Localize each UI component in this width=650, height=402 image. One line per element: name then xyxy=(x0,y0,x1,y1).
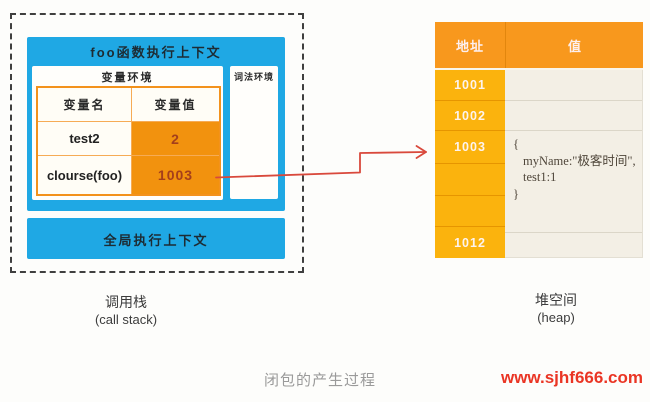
variable-environment-label: 变量环境 xyxy=(101,72,154,84)
variable-table-header: 变量名 变量值 xyxy=(36,86,221,122)
foo-context-title: foo函数执行上下文 xyxy=(90,45,222,60)
call-stack-outline: foo函数执行上下文 变量环境 变量名 变量值 test2 2 xyxy=(10,13,304,273)
lexical-environment-label: 词法环境 xyxy=(233,72,274,82)
heap-value-cell-object: { myName:"极客时间", test1:1 } xyxy=(505,131,642,233)
call-stack-label-en: (call stack) xyxy=(94,312,158,327)
watermark-url: www.sjhf666.com xyxy=(500,368,643,387)
variable-table: 变量名 变量值 test2 2 clourse(foo) 1003 xyxy=(36,86,221,196)
object-line: } xyxy=(513,186,519,201)
heap-value-cell xyxy=(505,70,642,101)
diagram-title: 闭包的产生过程 xyxy=(263,372,376,389)
heap-caption: 堆空间 (heap) xyxy=(456,291,650,326)
object-line: { xyxy=(513,137,519,151)
heap-header-value: 值 xyxy=(567,38,581,54)
heap-label-en: (heap) xyxy=(537,310,575,325)
heap-value-column: { myName:"极客时间", test1:1 } xyxy=(505,70,643,258)
variable-value-cell: 1003 xyxy=(131,155,221,196)
variable-name-cell: clourse(foo) xyxy=(36,155,132,196)
heap-value-cell xyxy=(505,101,642,131)
column-header-variable-value: 变量值 xyxy=(131,86,221,122)
object-line: test1:1 xyxy=(523,170,557,184)
heap-value-cell xyxy=(505,233,642,257)
heap-address-column: 1001 1002 1003 1012 xyxy=(435,70,505,258)
heap-header-address: 地址 xyxy=(435,22,506,68)
variable-value-cell: 2 xyxy=(131,121,221,156)
heap-label-cn: 堆空间 xyxy=(535,292,577,308)
variable-name-cell: test2 xyxy=(36,121,132,156)
heap-address-cell xyxy=(435,196,505,227)
heap-address-cell xyxy=(435,164,505,196)
call-stack-label-cn: 调用栈 xyxy=(105,294,147,310)
heap-address-cell: 1001 xyxy=(435,70,505,101)
table-row: clourse(foo) 1003 xyxy=(36,155,221,196)
global-execution-context: 全局执行上下文 xyxy=(27,218,285,259)
heap-table-header: 地址 值 xyxy=(435,22,643,70)
variable-environment: 变量环境 变量名 变量值 test2 2 clourse(foo) xyxy=(32,66,223,200)
table-row: test2 2 xyxy=(36,121,221,156)
heap-address-cell: 1012 xyxy=(435,227,505,258)
heap-address-cell: 1003 xyxy=(435,131,505,164)
lexical-environment: 词法环境 xyxy=(230,66,278,199)
heap-table-body: 1001 1002 1003 1012 { myName:"极客时间", tes… xyxy=(435,70,643,258)
call-stack-caption: 调用栈 (call stack) xyxy=(26,293,226,328)
global-context-title: 全局执行上下文 xyxy=(103,233,209,248)
foo-execution-context: foo函数执行上下文 变量环境 变量名 变量值 test2 2 xyxy=(27,37,285,211)
object-line: myName:"极客时间", xyxy=(523,153,636,168)
column-header-variable-name: 变量名 xyxy=(36,86,132,122)
heap-table: 地址 值 1001 1002 1003 1012 { myName:"极客时间"… xyxy=(435,22,643,258)
heap-address-cell: 1002 xyxy=(435,101,505,131)
